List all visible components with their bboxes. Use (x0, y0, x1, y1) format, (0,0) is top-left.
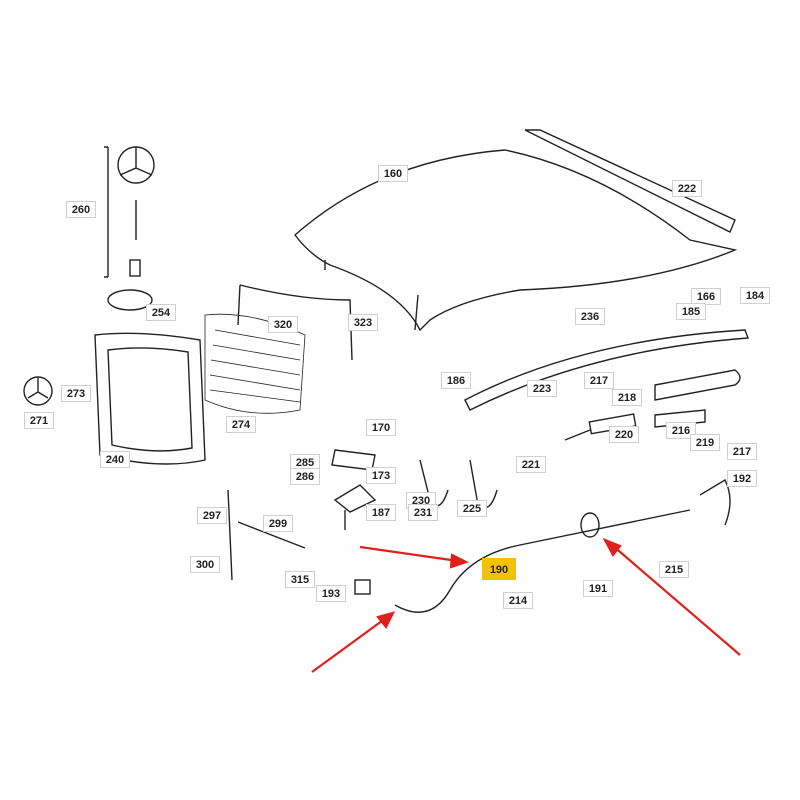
hood-strip-drawing (464, 329, 749, 411)
part-label-192: 192 (727, 470, 757, 487)
part-label-286: 286 (290, 468, 320, 485)
part-label-217b: 217 (727, 443, 757, 460)
part-label-215: 215 (659, 561, 689, 578)
hinge-drawing (654, 369, 741, 428)
part-label-221: 221 (516, 456, 546, 473)
cable-drawing (354, 479, 731, 613)
part-label-236: 236 (575, 308, 605, 325)
part-label-184: 184 (740, 287, 770, 304)
part-label-320: 320 (268, 316, 298, 333)
star-emblem-drawing (104, 146, 155, 278)
part-label-218: 218 (612, 389, 642, 406)
part-label-271: 271 (24, 412, 54, 429)
part-label-225: 225 (457, 500, 487, 517)
part-label-216: 216 (666, 422, 696, 439)
rods-drawing (227, 489, 306, 581)
hood-seal-drawing (524, 129, 736, 233)
part-label-191: 191 (583, 580, 613, 597)
part-label-160: 160 (378, 165, 408, 182)
part-label-231: 231 (408, 504, 438, 521)
part-label-240: 240 (100, 451, 130, 468)
part-label-166: 166 (691, 288, 721, 305)
part-label-260: 260 (66, 201, 96, 218)
hood-drawing (294, 149, 738, 332)
part-label-173: 173 (366, 467, 396, 484)
emblem-base-drawing (107, 289, 153, 311)
part-label-254: 254 (146, 304, 176, 321)
grille-seal-drawing (237, 284, 353, 361)
part-label-273: 273 (61, 385, 91, 402)
part-label-300: 300 (190, 556, 220, 573)
part-label-170: 170 (366, 419, 396, 436)
part-label-217: 217 (584, 372, 614, 389)
part-label-222: 222 (672, 180, 702, 197)
part-label-185: 185 (676, 303, 706, 320)
part-label-190-highlighted: 190 (482, 558, 516, 580)
part-label-219: 219 (690, 434, 720, 451)
star-badge-drawing (23, 376, 53, 406)
part-label-187: 187 (366, 504, 396, 521)
grille-drawing (204, 313, 306, 414)
part-label-315: 315 (285, 571, 315, 588)
part-label-323: 323 (348, 314, 378, 331)
part-label-193: 193 (316, 585, 346, 602)
part-label-214: 214 (503, 592, 533, 609)
part-label-186: 186 (441, 372, 471, 389)
part-label-299: 299 (263, 515, 293, 532)
red-arrows (311, 537, 741, 673)
part-label-223: 223 (527, 380, 557, 397)
part-label-220: 220 (609, 426, 639, 443)
part-label-274: 274 (226, 416, 256, 433)
grille-frame-drawing (94, 332, 206, 465)
part-label-297: 297 (197, 507, 227, 524)
